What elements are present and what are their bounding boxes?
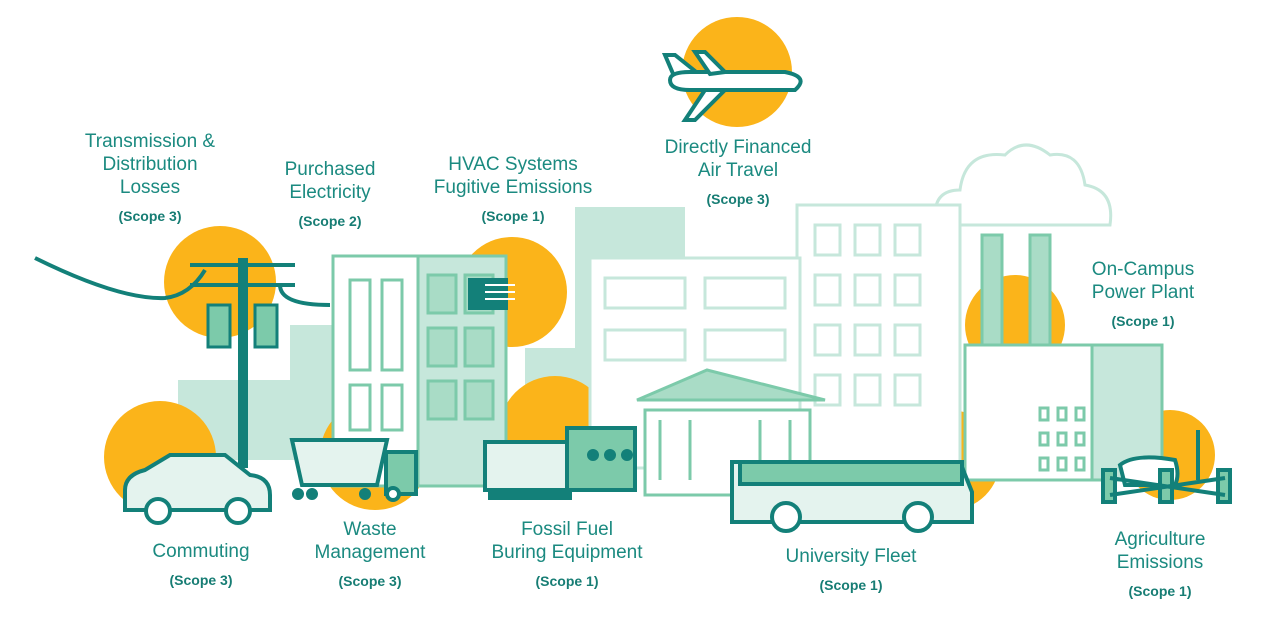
bus-icon: [730, 460, 974, 533]
label-line: Distribution: [102, 154, 198, 175]
label-agriculture: Agriculture Emissions (Scope 1): [1115, 528, 1206, 603]
power-pole-icon: [34, 256, 331, 468]
scope-label: (Scope 2): [298, 213, 362, 229]
label-line: HVAC Systems: [448, 154, 578, 175]
office-building: [795, 203, 962, 477]
label-transmission: Transmission & Distribution Losses (Scop…: [85, 130, 215, 228]
car-icon: [123, 453, 272, 525]
label-line: University Fleet: [785, 546, 917, 567]
label-line: Electricity: [289, 182, 371, 203]
label-hvac: HVAC Systems Fugitive Emissions (Scope 1…: [434, 153, 592, 228]
scope-label: (Scope 3): [118, 208, 182, 224]
label-line: Power Plant: [1091, 282, 1195, 303]
label-commuting: Commuting (Scope 3): [152, 540, 249, 592]
label-fossil-fuel: Fossil Fuel Buring Equipment (Scope 1): [491, 518, 642, 593]
label-line: Purchased: [284, 159, 376, 180]
label-line: Fossil Fuel: [521, 519, 613, 540]
label-line: Fugitive Emissions: [433, 177, 593, 198]
scope-label: (Scope 3): [338, 573, 402, 589]
label-line: Directly Financed: [664, 137, 812, 158]
label-waste: Waste Management (Scope 3): [315, 518, 426, 593]
label-line: Management: [314, 542, 426, 563]
label-line: Air Travel: [697, 160, 779, 181]
label-line: Commuting: [152, 541, 250, 562]
scope-label: (Scope 1): [1111, 313, 1175, 329]
label-line: On-Campus: [1091, 259, 1195, 280]
scope-label: (Scope 1): [481, 208, 545, 224]
airplane-icon: [661, 50, 803, 122]
label-power-plant: On-Campus Power Plant (Scope 1): [1092, 258, 1194, 333]
farm-fence-cow-icon: [1101, 430, 1232, 504]
scope-label: (Scope 1): [819, 577, 883, 593]
scope-label: (Scope 3): [706, 191, 770, 207]
scope-label: (Scope 1): [1128, 583, 1192, 599]
generator-icon: [483, 426, 637, 500]
scope-label: (Scope 3): [169, 572, 233, 588]
label-line: Transmission &: [84, 131, 216, 152]
label-line: Emissions: [1116, 552, 1204, 573]
label-purchased-electricity: Purchased Electricity (Scope 2): [285, 158, 376, 233]
scope-label: (Scope 1): [535, 573, 599, 589]
label-line: Waste: [343, 519, 397, 540]
label-air-travel: Directly Financed Air Travel (Scope 3): [665, 136, 812, 211]
cloud-icon: [933, 143, 1113, 227]
dumpster-icon: [289, 438, 418, 502]
hvac-unit-icon: [468, 278, 515, 310]
label-line: Agriculture: [1114, 529, 1206, 550]
label-fleet: University Fleet (Scope 1): [786, 545, 917, 597]
label-line: Losses: [119, 177, 181, 198]
label-line: Buring Equipment: [491, 542, 643, 563]
